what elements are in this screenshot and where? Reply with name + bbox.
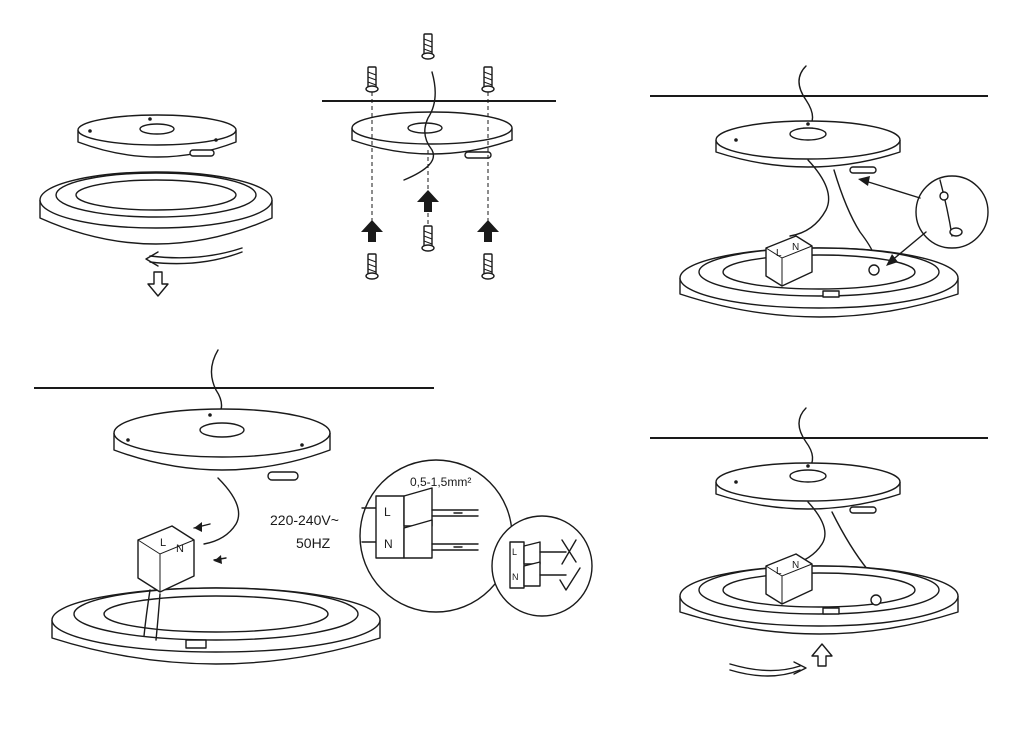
detail-label-n: N (384, 537, 393, 551)
mounting-plate (715, 120, 901, 174)
light-ring (679, 565, 959, 635)
svg-text:L: L (776, 248, 782, 259)
terminal-block: L N (765, 235, 813, 287)
check-label-n: N (512, 572, 519, 582)
terminal-detail-magnifier: L N 0,5-1,5mm² (359, 459, 513, 613)
step-2-mount (322, 33, 556, 280)
check-label-l: L (512, 547, 517, 557)
up-arrow (811, 643, 833, 667)
step-3-safety-wire: L N (650, 65, 989, 318)
light-ring (51, 587, 381, 665)
mounting-plate (113, 408, 331, 481)
detail-label-l: L (384, 505, 391, 519)
step-4-wiring: L N 220-240V~ 50HZ L N 0,5-1,5mm (34, 349, 593, 665)
wire-gauge-label: 0,5-1,5mm² (410, 475, 471, 489)
power-cable (403, 71, 436, 181)
step-1-separate (39, 114, 273, 297)
light-ring (39, 171, 273, 245)
terminal-block: L N (765, 553, 813, 605)
mounting-plate (351, 111, 513, 159)
step-5-reassemble: L N (650, 407, 988, 677)
mounting-plate (77, 114, 237, 158)
terminal-block: L N (137, 525, 195, 593)
frequency-label: 50HZ (296, 535, 331, 551)
mounting-plate (715, 462, 901, 514)
svg-text:N: N (792, 242, 799, 253)
down-arrow (147, 271, 169, 297)
light-ring (679, 247, 959, 318)
terminal-label-l: L (160, 537, 166, 549)
check-mark-icon (559, 567, 581, 591)
svg-text:L: L (776, 566, 782, 577)
wire-check-magnifier: L N (491, 515, 593, 617)
rotate-arrow (145, 247, 243, 267)
rotate-arrow (729, 661, 807, 677)
svg-text:N: N (792, 560, 799, 571)
hook-detail-magnifier (858, 175, 989, 266)
cross-mark-icon (561, 539, 577, 565)
voltage-label: 220-240V~ (270, 512, 339, 528)
terminal-label-n: N (176, 543, 184, 555)
